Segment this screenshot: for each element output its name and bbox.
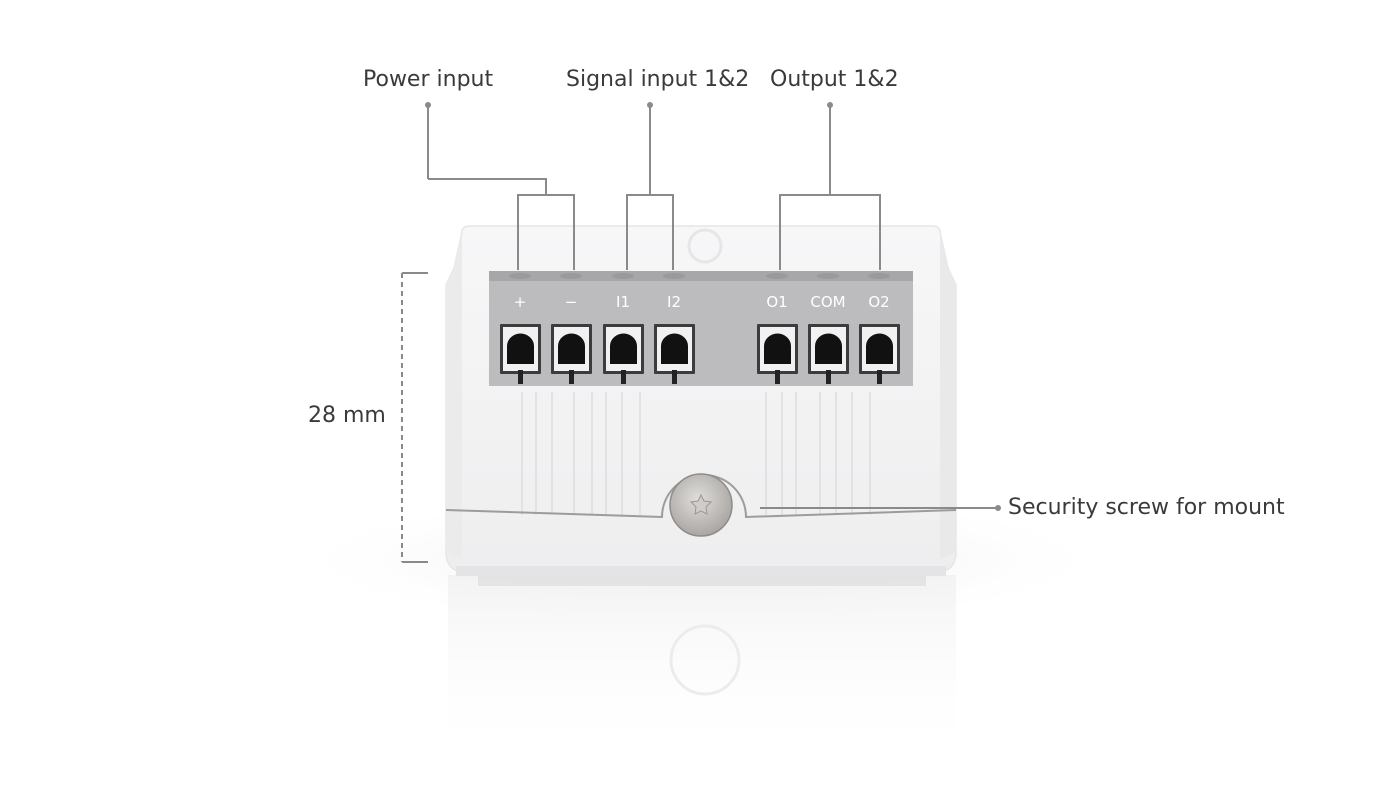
security-screw (669, 473, 733, 537)
height-dimension-label: 28 mm (308, 403, 386, 428)
callout-security-screw: Security screw for mount (1008, 495, 1285, 520)
terminal-label-i2: I2 (667, 293, 681, 311)
terminal-label-i1: I1 (616, 293, 630, 311)
terminal-label-com: COM (810, 293, 845, 311)
terminal-label-o2: O2 (868, 293, 889, 311)
leader-lines (401, 105, 998, 563)
callout-output: Output 1&2 (770, 67, 899, 92)
terminal-block: + − I1 I2 O1 COM O2 (489, 271, 913, 386)
terminal-label-o1: O1 (766, 293, 787, 311)
terminal-label-plus: + (514, 293, 527, 311)
device-reflection (448, 572, 956, 765)
terminal-label-minus: − (565, 293, 578, 311)
terminal-sockets (500, 324, 900, 384)
leader-dots (425, 102, 1001, 511)
callout-power-input: Power input (363, 67, 494, 92)
callout-signal-input: Signal input 1&2 (566, 67, 750, 92)
